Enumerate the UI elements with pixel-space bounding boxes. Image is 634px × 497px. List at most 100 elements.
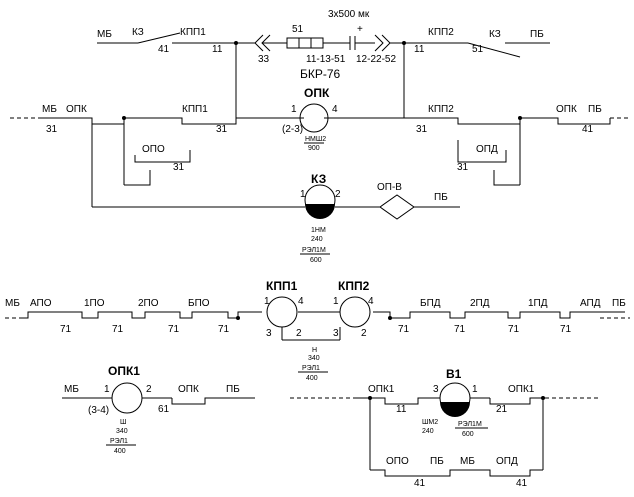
r2-term-41: 41	[582, 124, 594, 135]
v1-relay-number: 600	[462, 431, 474, 438]
kpp-relay-number: 400	[306, 375, 318, 382]
kpp2-relay-coil	[339, 296, 371, 328]
v1-pin1: 1	[472, 384, 478, 395]
r1-pb-label: ПБ	[530, 29, 544, 40]
r5-opk-label: ОПК	[178, 384, 199, 395]
r4-apo-term: 71	[60, 324, 72, 335]
capacitor-rating: 3x500 мк	[328, 9, 370, 20]
row4-wiring	[5, 311, 630, 320]
r2-kpp2-term: 31	[416, 124, 428, 135]
r5-term-11: 11	[396, 404, 407, 415]
r2-kpp2-label: КПП2	[428, 104, 454, 115]
kz-relay-coil	[304, 184, 336, 219]
v1-relay-coil	[439, 382, 471, 417]
row3-wiring	[92, 194, 460, 220]
row5-left-wiring	[62, 397, 255, 405]
kz-relay-resistance: 240	[311, 236, 323, 243]
r5-pb-label: ПБ	[226, 384, 240, 395]
r2-kpp1-label: КПП1	[182, 104, 208, 115]
kpp1-pin4: 4	[298, 296, 304, 307]
opk1-relay-model: РЭЛ1	[110, 438, 128, 445]
r2-opo-label: ОПО	[142, 144, 165, 155]
kpp2-pin3: 3	[333, 328, 339, 339]
bkr-left-terminals: 11-13-51	[306, 54, 346, 65]
r2-mb-label: МБ	[42, 104, 57, 115]
r1-plug-term-33: 33	[258, 54, 270, 65]
kpp1-pin3: 3	[266, 328, 272, 339]
r2-opk2-label: ОПК	[556, 104, 577, 115]
kz-relay-label: КЗ	[311, 172, 326, 186]
r5-term-21: 21	[496, 404, 508, 415]
r1-kpp1-term: 11	[212, 44, 223, 55]
r4-apd-term: 71	[560, 324, 572, 335]
r5-opd-label: ОПД	[496, 456, 518, 467]
r4-bpo-label: БПО	[188, 298, 210, 309]
kpp2-pin1: 1	[333, 296, 339, 307]
r4-mb-label: МБ	[5, 298, 20, 309]
r1-kpp2-label: КПП2	[428, 27, 454, 38]
r4-bpo-term: 71	[218, 324, 230, 335]
r2-kpp1-term: 31	[216, 124, 228, 135]
kpp2-relay-label: КПП2	[338, 279, 370, 293]
kz-relay-type: 1НМ	[311, 227, 326, 234]
kz-pin2: 2	[335, 189, 341, 200]
kpp1-pin2: 2	[296, 328, 302, 339]
kpp2-pin2: 2	[361, 328, 367, 339]
r4-2pd-label: 2ПД	[470, 298, 490, 309]
r4-2po-term: 71	[168, 324, 180, 335]
r1-kpp2-term2: 51	[472, 44, 484, 55]
r4-1pd-term: 71	[508, 324, 520, 335]
kpp-relay-model: РЭЛ1	[302, 365, 320, 372]
v1-relay-resistance: 240	[422, 428, 434, 435]
r4-2po-label: 2ПО	[138, 298, 159, 309]
opk-pin4: 4	[332, 104, 338, 115]
r4-1po-label: 1ПО	[84, 298, 105, 309]
r4-bpd-term: 71	[398, 324, 410, 335]
r5-opk1-right-label: ОПК1	[508, 384, 535, 395]
v1-relay-type: ШМ2	[422, 419, 438, 426]
kpp1-relay-coil	[266, 296, 298, 328]
r1-kz-label: КЗ	[132, 27, 144, 38]
opk1-relay-type: Ш	[120, 419, 126, 426]
r5-opo-label: ОПО	[386, 456, 409, 467]
v1-relay-model: РЭЛ1М	[458, 421, 482, 428]
r1-kz-term: 41	[158, 44, 170, 55]
kz-pin1: 1	[300, 189, 306, 200]
kpp2-pin4: 4	[368, 296, 374, 307]
r2-opk-label: ОПК	[66, 104, 87, 115]
opk-relay-coil	[299, 103, 329, 133]
r5-opk1-label: ОПК1	[368, 384, 395, 395]
r4-apo-label: АПО	[30, 298, 52, 309]
r5-pb2-label: ПБ	[430, 456, 444, 467]
opk1-relay-number: 400	[114, 448, 126, 455]
capacitor-plus: +	[357, 24, 363, 35]
r1-mb-label: МБ	[97, 29, 112, 40]
kpp-relay-resistance: 340	[308, 355, 320, 362]
kpp1-pin1: 1	[264, 296, 270, 307]
r1-kpp2-term: 11	[414, 44, 425, 55]
r2-opd-term: 31	[457, 162, 469, 173]
r3-pb-label: ПБ	[434, 192, 448, 203]
r1-kpp1-label: КПП1	[180, 27, 206, 38]
r5-mb2-label: МБ	[460, 456, 475, 467]
opk1-relay-coil	[111, 382, 143, 414]
bkr-right-terminals: 12-22-52	[356, 54, 396, 65]
r2-opo-term: 31	[173, 162, 185, 173]
r4-1pd-label: 1ПД	[528, 298, 548, 309]
r5-opo-term: 41	[414, 478, 426, 489]
r5-term-61: 61	[158, 404, 170, 415]
opk1-pins34: (3-4)	[88, 405, 109, 416]
r1-bkr-term-51: 51	[292, 24, 304, 35]
row1-wiring	[97, 32, 550, 58]
r5-mb-label: МБ	[64, 384, 79, 395]
opk1-relay-resistance: 340	[116, 428, 128, 435]
r1-kz2-label: КЗ	[489, 29, 501, 40]
opk-pin1: 1	[291, 104, 297, 115]
opk-relay-number: 900	[308, 145, 320, 152]
kpp1-relay-label: КПП1	[266, 279, 298, 293]
opk-relay-label: ОПК	[304, 86, 330, 100]
opk1-pin2: 2	[146, 384, 152, 395]
r4-apd-label: АПД	[580, 298, 601, 309]
kpp-relay-type: Н	[312, 347, 317, 354]
